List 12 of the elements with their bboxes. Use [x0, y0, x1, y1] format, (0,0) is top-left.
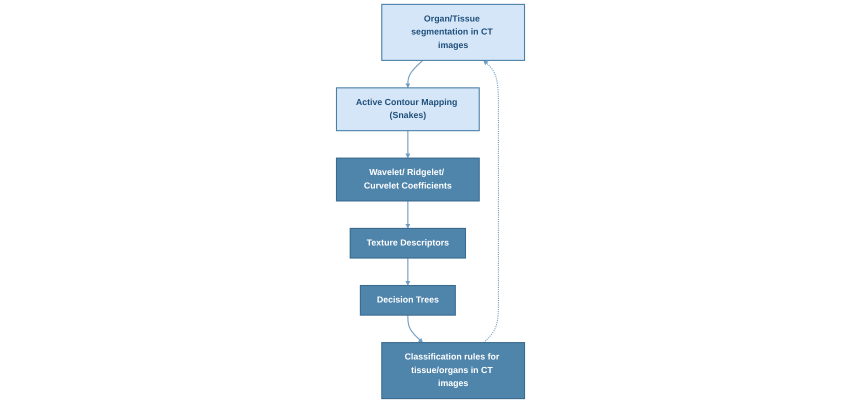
node-box: Decision Trees: [360, 284, 456, 316]
node-box: Wavelet/ Ridgelet/ Curvelet Coefficients: [336, 158, 480, 202]
arrow: [405, 130, 410, 158]
node-box: Classification rules for tissue/organs in CT images: [381, 342, 526, 400]
node-box: Texture Descriptors: [350, 228, 466, 259]
arrow: [483, 60, 499, 343]
arrow: [405, 200, 410, 229]
arrow: [405, 60, 424, 88]
arrow: [405, 258, 410, 286]
arrow: [407, 315, 423, 343]
node-box: Organ/Tissue segmentation in CT images: [381, 4, 526, 61]
node-box: Active Contour Mapping (Snakes): [336, 87, 480, 132]
